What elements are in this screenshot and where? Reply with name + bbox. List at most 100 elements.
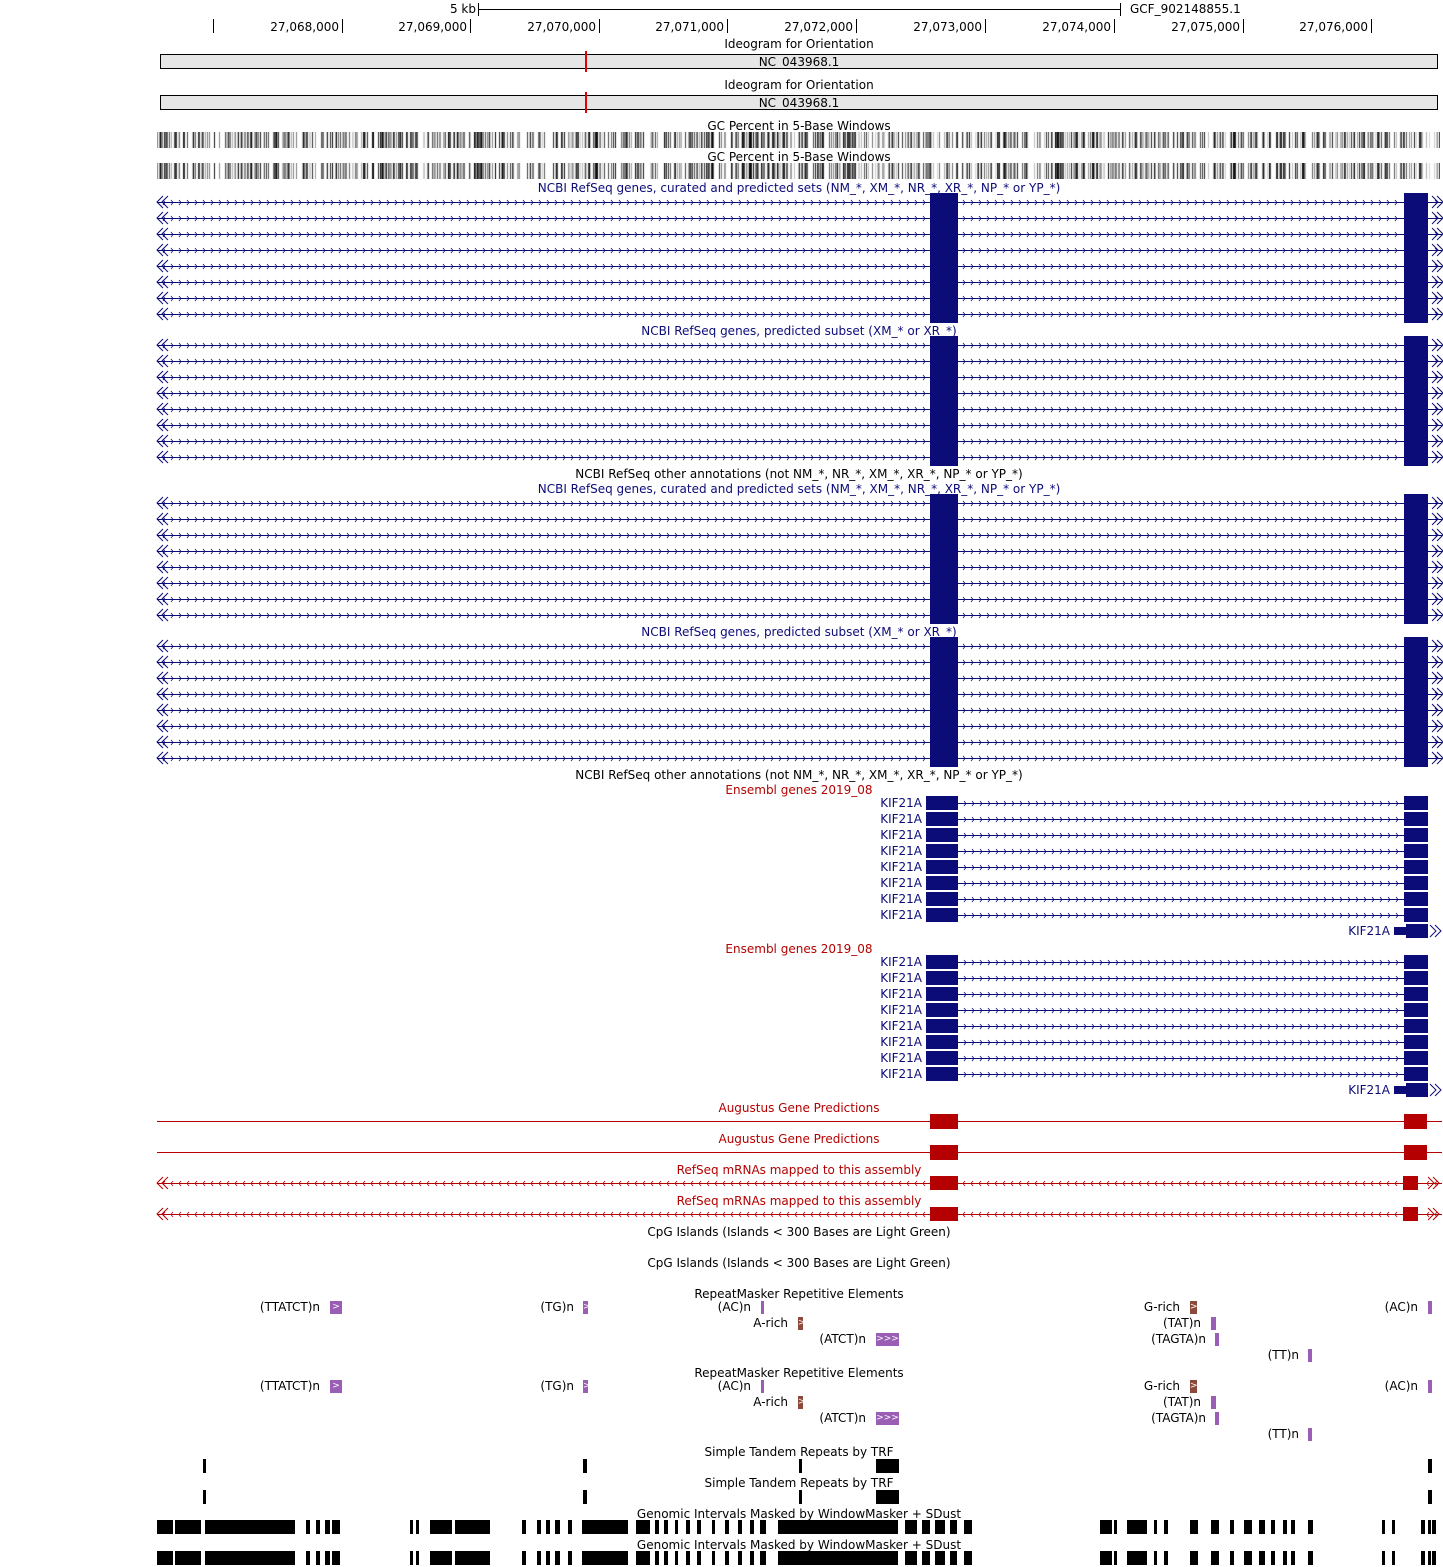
augustus-intron-line-2[interactable] — [157, 1152, 1442, 1153]
strand-chevron — [234, 548, 238, 555]
trf-title-2[interactable]: Simple Tandem Repeats by TRF — [704, 1476, 894, 1490]
augustus-title[interactable]: Augustus Gene Predictions — [718, 1101, 880, 1115]
refseq-mrna-title-2[interactable]: RefSeq mRNAs mapped to this assembly — [676, 1194, 922, 1208]
strand-chevron — [226, 691, 230, 698]
chromosome-ideogram-2[interactable] — [160, 95, 1438, 110]
refseq-transcript[interactable] — [0, 558, 1443, 576]
refseq-transcript[interactable] — [0, 669, 1443, 687]
refseq-other-title-2[interactable]: NCBI RefSeq other annotations (not NM_*,… — [575, 768, 1023, 782]
strand-chevron — [482, 675, 486, 682]
refseq-mrna-title[interactable]: RefSeq mRNAs mapped to this assembly — [676, 1163, 922, 1177]
strand-chevron — [418, 231, 422, 238]
truncation-arrow — [1431, 496, 1443, 510]
refseq-transcript[interactable] — [0, 637, 1443, 655]
strand-chevron — [1122, 342, 1126, 349]
refseq-transcript[interactable] — [0, 510, 1443, 528]
repeatmasker-title-2[interactable]: RepeatMasker Repetitive Elements — [694, 1366, 904, 1380]
refseq-transcript[interactable] — [0, 606, 1443, 624]
refseq-curated-title-2[interactable]: NCBI RefSeq genes, curated and predicted… — [537, 482, 1061, 496]
refseq-transcript[interactable] — [0, 368, 1443, 386]
cpg-islands-title-2[interactable]: CpG Islands (Islands < 300 Bases are Lig… — [647, 1256, 951, 1270]
strand-chevron — [874, 596, 878, 603]
refseq-transcript[interactable] — [0, 289, 1443, 307]
strand-chevron — [562, 295, 566, 302]
augustus-exon[interactable] — [930, 1145, 958, 1160]
gc-percent-title[interactable]: GC Percent in 5-Base Windows — [707, 119, 891, 133]
trf-title[interactable]: Simple Tandem Repeats by TRF — [704, 1445, 894, 1459]
truncation-arrow — [156, 275, 169, 289]
refseq-curated-title[interactable]: NCBI RefSeq genes, curated and predicted… — [537, 181, 1061, 195]
strand-chevron — [1210, 612, 1214, 619]
windowmasker-title[interactable]: Genomic Intervals Masked by WindowMasker… — [636, 1507, 962, 1521]
refseq-transcript[interactable] — [0, 241, 1443, 259]
refseq-transcript[interactable] — [0, 384, 1443, 402]
refseq-transcript[interactable] — [0, 336, 1443, 354]
strand-chevron — [202, 263, 206, 270]
strand-chevron — [1178, 532, 1182, 539]
augustus-intron-line[interactable] — [157, 1121, 1442, 1122]
refseq-transcript[interactable] — [0, 225, 1443, 243]
repeatmasker-title[interactable]: RepeatMasker Repetitive Elements — [694, 1287, 904, 1301]
strand-chevron — [538, 358, 542, 365]
refseq-transcript[interactable] — [0, 590, 1443, 608]
strand-chevron — [850, 739, 854, 746]
refseq-transcript[interactable] — [0, 526, 1443, 544]
strand-chevron — [1186, 438, 1190, 445]
augustus-title-2[interactable]: Augustus Gene Predictions — [718, 1132, 880, 1146]
refseq-predicted-title-2[interactable]: NCBI RefSeq genes, predicted subset (XM_… — [641, 625, 957, 639]
refseq-transcript[interactable] — [0, 733, 1443, 751]
refseq-predicted-title[interactable]: NCBI RefSeq genes, predicted subset (XM_… — [641, 324, 957, 338]
refseq-transcript[interactable] — [0, 494, 1443, 512]
refseq-transcript[interactable] — [0, 416, 1443, 434]
strand-chevron — [906, 675, 910, 682]
strand-chevron — [1394, 723, 1398, 730]
gc-percent-track-2[interactable] — [157, 163, 1440, 179]
strand-chevron — [650, 454, 654, 461]
refseq-transcript[interactable] — [0, 542, 1443, 560]
windowmasker-title-2[interactable]: Genomic Intervals Masked by WindowMasker… — [636, 1538, 962, 1552]
gc-percent-track[interactable] — [157, 132, 1440, 148]
refseq-transcript[interactable] — [0, 273, 1443, 291]
strand-chevron — [1290, 438, 1294, 445]
strand-chevron — [346, 390, 350, 397]
augustus-exon[interactable] — [1404, 1145, 1427, 1160]
refseq-transcript[interactable] — [0, 448, 1443, 466]
refseq-transcript[interactable] — [0, 400, 1443, 418]
refseq-transcript[interactable] — [0, 685, 1443, 703]
strand-chevron — [1226, 675, 1230, 682]
refseq-transcript[interactable] — [0, 749, 1443, 767]
strand-chevron — [394, 596, 398, 603]
refseq-transcript[interactable] — [0, 305, 1443, 323]
strand-chevron — [450, 358, 454, 365]
strand-chevron — [1018, 358, 1022, 365]
strand-chevron — [234, 500, 238, 507]
strand-chevron — [450, 422, 454, 429]
ensembl-title[interactable]: Ensembl genes 2019_08 — [725, 783, 873, 797]
strand-chevron — [1330, 564, 1334, 571]
ideogram-title[interactable]: Ideogram for Orientation — [724, 37, 874, 51]
strand-chevron — [666, 247, 670, 254]
refseq-transcript[interactable] — [0, 193, 1443, 211]
refseq-transcript[interactable] — [0, 717, 1443, 735]
chromosome-ideogram[interactable] — [160, 54, 1438, 69]
refseq-other-title[interactable]: NCBI RefSeq other annotations (not NM_*,… — [575, 467, 1023, 481]
augustus-exon[interactable] — [1404, 1114, 1427, 1129]
cpg-islands-title[interactable]: CpG Islands (Islands < 300 Bases are Lig… — [647, 1225, 951, 1239]
refseq-transcript[interactable] — [0, 701, 1443, 719]
strand-chevron — [978, 675, 982, 682]
refseq-transcript[interactable] — [0, 432, 1443, 450]
strand-chevron — [490, 374, 494, 381]
strand-chevron — [1250, 358, 1254, 365]
ensembl-title-2[interactable]: Ensembl genes 2019_08 — [725, 942, 873, 956]
refseq-transcript[interactable] — [0, 574, 1443, 592]
refseq-transcript[interactable] — [0, 352, 1443, 370]
strand-chevron — [1226, 691, 1230, 698]
refseq-transcript[interactable] — [0, 653, 1443, 671]
augustus-exon[interactable] — [930, 1114, 958, 1129]
refseq-transcript[interactable] — [0, 257, 1443, 275]
gc-percent-title-2[interactable]: GC Percent in 5-Base Windows — [707, 150, 891, 164]
strand-chevron — [1146, 548, 1150, 555]
ideogram-title-2[interactable]: Ideogram for Orientation — [724, 78, 874, 92]
refseq-transcript[interactable] — [0, 209, 1443, 227]
